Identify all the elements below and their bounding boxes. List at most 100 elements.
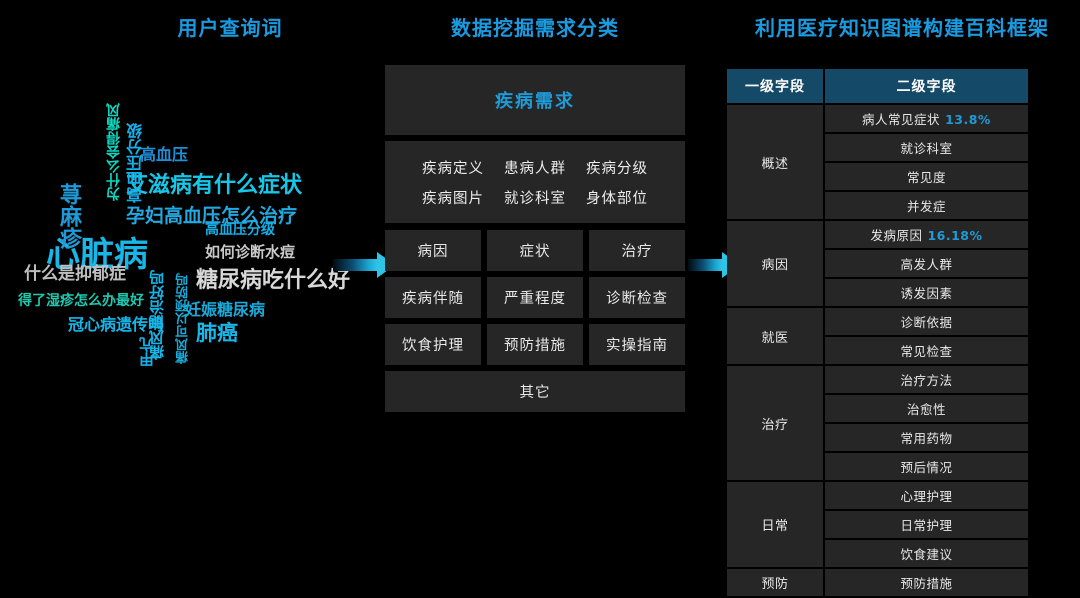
word-cloud-term: 高血压分级 xyxy=(126,123,145,203)
word-cloud-term: 高血压分级 xyxy=(205,222,275,238)
category-cell[interactable]: 饮食护理 xyxy=(385,324,481,365)
column-header-level1: 一级字段 xyxy=(727,69,823,103)
level1-field-cell: 预防 xyxy=(727,569,823,596)
level2-field-cell: 常见度 xyxy=(825,163,1028,190)
kg-table: 一级字段 二级字段 概述 病人常见症状 13.8% 就诊科室常见度并发症病因 发病原因 1… xyxy=(725,67,1030,598)
word-cloud-term: 艾滋病有什么症状 xyxy=(126,173,303,198)
table-row: 并发症 xyxy=(727,192,1028,219)
level2-field-cell: 诊断依据 xyxy=(825,308,1028,335)
knowledge-graph-table: 一级字段 二级字段 概述 病人常见症状 13.8% 就诊科室常见度并发症病因 发病原因 1… xyxy=(725,67,1030,598)
level2-field-name: 诊断依据 xyxy=(900,315,953,330)
word-cloud-term: 得了湿疹怎么办最好 xyxy=(18,293,144,309)
category-cell[interactable]: 预防措施 xyxy=(487,324,583,365)
level2-field-cell: 日常护理 xyxy=(825,511,1028,538)
level2-field-cell: 病人常见症状 13.8% xyxy=(825,105,1028,132)
level2-field-percentage: 13.8% xyxy=(945,112,991,127)
column-header-level2: 二级字段 xyxy=(825,69,1028,103)
attribute-row: 疾病图片 就诊科室 身体部位 xyxy=(422,187,648,208)
page-title-classify: 数据挖掘需求分类 xyxy=(451,16,619,40)
table-header-row: 一级字段 二级字段 xyxy=(727,69,1028,103)
level2-field-cell: 治愈性 xyxy=(825,395,1028,422)
attribute-row: 疾病定义 患病人群 疾病分级 xyxy=(422,157,648,178)
category-cell[interactable]: 疾病伴随 xyxy=(385,277,481,318)
table-row: 高发人群 xyxy=(727,250,1028,277)
word-cloud-term: 荨麻疹 xyxy=(56,183,81,249)
level2-field-percentage: 16.18% xyxy=(927,228,983,243)
kg-table-body: 概述 病人常见症状 13.8% 就诊科室常见度并发症病因 发病原因 16.18% 高发人群诱… xyxy=(727,105,1028,596)
level2-field-cell: 诱发因素 xyxy=(825,279,1028,306)
word-cloud-term: 心脏病 xyxy=(46,235,148,275)
attribute-item[interactable]: 患病人群 xyxy=(504,160,566,177)
category-cell[interactable]: 严重程度 xyxy=(487,277,583,318)
category-cell[interactable]: 症状 xyxy=(487,230,583,271)
table-row: 常用药物 xyxy=(727,424,1028,451)
word-cloud-term: 什么是抑郁症 xyxy=(24,264,126,284)
attribute-item[interactable]: 疾病分级 xyxy=(586,160,648,177)
page-title-wordcloud: 用户查询词 xyxy=(177,16,283,40)
attribute-list: 疾病定义 患病人群 疾病分级疾病图片 就诊科室 身体部位 xyxy=(385,141,685,223)
level2-field-name: 饮食建议 xyxy=(900,547,953,562)
category-cell[interactable]: 治疗 xyxy=(589,230,685,271)
level2-field-cell: 预防措施 xyxy=(825,569,1028,596)
table-row: 日常 心理护理 xyxy=(727,482,1028,567)
word-cloud-term: 妊娠糖尿病 xyxy=(185,300,266,319)
level1-field-cell: 就医 xyxy=(727,308,823,364)
level2-field-name: 预防措施 xyxy=(900,576,953,591)
level2-field-cell: 就诊科室 xyxy=(825,134,1028,161)
word-cloud-term: 为什么会得痛风 xyxy=(106,103,122,201)
table-row: 预防 预防措施 xyxy=(727,569,1028,596)
level2-field-name: 常见度 xyxy=(906,170,946,185)
table-row: 概述 病人常见症状 13.8% xyxy=(727,105,1028,219)
word-cloud-term: 高血压 xyxy=(140,145,189,164)
level2-field-cell: 饮食建议 xyxy=(825,540,1028,567)
level2-field-name: 发病原因 xyxy=(870,228,923,243)
table-row: 病因 发病原因 16.18% xyxy=(727,221,1028,306)
word-cloud: 心脏病艾滋病有什么症状孕妇高血压怎么治疗糖尿病吃什么好什么是抑郁症得了湿疹怎么办… xyxy=(0,55,350,480)
level2-field-name: 病人常见症状 xyxy=(862,112,941,127)
level2-field-name: 高发人群 xyxy=(900,257,953,272)
level2-field-cell: 常用药物 xyxy=(825,424,1028,451)
level2-field-cell: 常见检查 xyxy=(825,337,1028,364)
level2-field-name: 诱发因素 xyxy=(900,286,953,301)
word-cloud-term: 痛风可以预防吗 xyxy=(176,273,191,364)
word-cloud-term: 甲亢 xyxy=(138,337,156,367)
level1-field-cell: 治疗 xyxy=(727,366,823,480)
word-cloud-term: 如何诊断水痘 xyxy=(205,243,296,261)
word-cloud-term: 冠心病遗传吗 xyxy=(68,315,165,334)
level2-field-name: 常用药物 xyxy=(900,431,953,446)
level2-field-cell: 高发人群 xyxy=(825,250,1028,277)
level2-field-cell: 预后情况 xyxy=(825,453,1028,480)
category-other[interactable]: 其它 xyxy=(385,371,685,412)
level2-field-name: 就诊科室 xyxy=(900,141,953,156)
table-row: 就医 诊断依据 xyxy=(727,308,1028,364)
level1-field-cell: 概述 xyxy=(727,105,823,219)
level1-field-cell: 日常 xyxy=(727,482,823,567)
level2-field-name: 并发症 xyxy=(906,199,946,214)
classification-panel: 疾病需求 疾病定义 患病人群 疾病分级疾病图片 就诊科室 身体部位 病因症状治疗疾病伴随… xyxy=(385,65,685,465)
level2-field-cell: 心理护理 xyxy=(825,482,1028,509)
attribute-item[interactable]: 就诊科室 xyxy=(504,190,566,207)
attribute-item[interactable]: 身体部位 xyxy=(586,190,648,207)
category-cell[interactable]: 诊断检查 xyxy=(589,277,685,318)
category-cell[interactable]: 病因 xyxy=(385,230,481,271)
level2-field-name: 心理护理 xyxy=(900,489,953,504)
level2-field-cell: 并发症 xyxy=(825,192,1028,219)
table-row: 就诊科室 xyxy=(727,134,1028,161)
level2-field-cell: 治疗方法 xyxy=(825,366,1028,393)
attribute-item[interactable]: 疾病图片 xyxy=(422,190,484,207)
level1-field-cell: 病因 xyxy=(727,221,823,306)
kg-table-head: 一级字段 二级字段 xyxy=(727,69,1028,103)
table-row: 治愈性 xyxy=(727,395,1028,422)
attribute-item[interactable]: 疾病定义 xyxy=(422,160,484,177)
table-row: 治疗 治疗方法 xyxy=(727,366,1028,480)
category-grid: 病因症状治疗疾病伴随严重程度诊断检查饮食护理预防措施实操指南 xyxy=(385,230,685,365)
category-cell[interactable]: 实操指南 xyxy=(589,324,685,365)
disease-need-title: 疾病需求 xyxy=(385,65,685,135)
level2-field-name: 预后情况 xyxy=(900,460,953,475)
word-cloud-term: 肺癌 xyxy=(196,321,238,345)
level2-field-name: 日常护理 xyxy=(900,518,953,533)
table-row: 诱发因素 xyxy=(727,279,1028,306)
level2-field-cell: 发病原因 16.18% xyxy=(825,221,1028,248)
word-cloud-term: 糖尿病吃什么好 xyxy=(196,268,351,293)
level2-field-name: 治疗方法 xyxy=(900,373,953,388)
